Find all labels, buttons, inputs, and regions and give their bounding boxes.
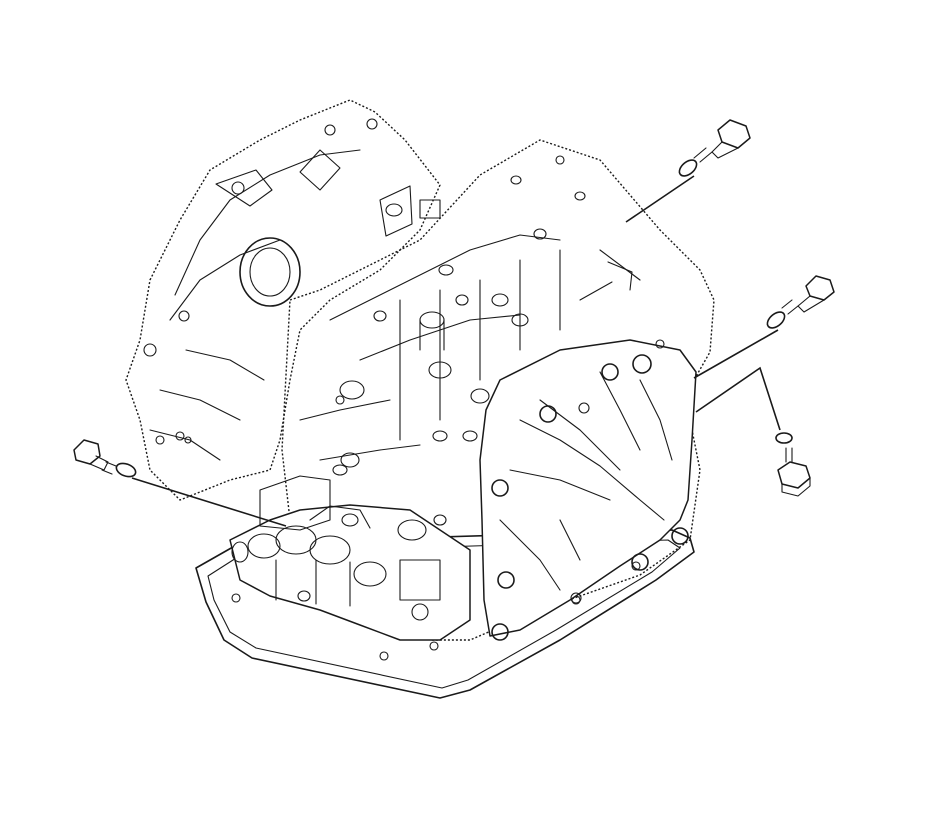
bolt-right	[693, 275, 835, 379]
bolt-top	[625, 119, 751, 223]
converter-housing	[125, 99, 441, 501]
valve-body	[229, 475, 471, 641]
drain-plug	[695, 366, 811, 497]
side-cover	[479, 339, 697, 641]
bolt-left	[73, 439, 287, 527]
